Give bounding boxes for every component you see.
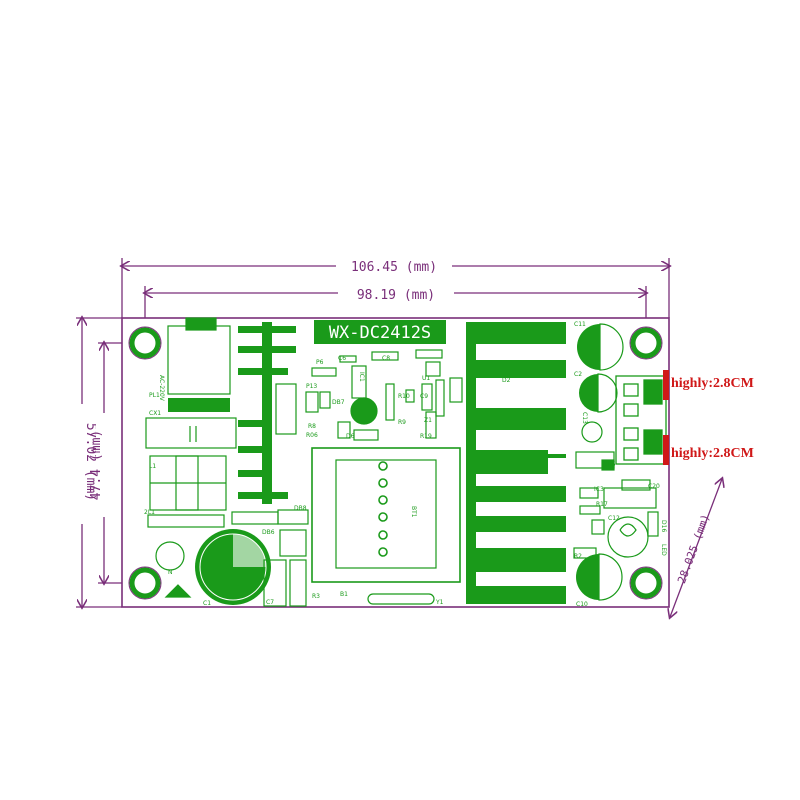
diagonal-label: 28.025 (mm)	[675, 512, 712, 585]
heatsink-left	[238, 322, 296, 504]
label-r19: R19	[420, 433, 432, 440]
ac-input-connector	[167, 317, 231, 395]
label-cx1: CX1	[149, 410, 161, 417]
label-c11: C11	[574, 321, 586, 328]
label-2l1: 2L1	[144, 509, 155, 516]
label-db8: DB8	[294, 505, 307, 512]
inner-height-label: 47.4 (mm)	[89, 430, 104, 500]
mounting-hole-top-right	[629, 326, 663, 360]
output-components	[573, 451, 659, 559]
label-ic3: IC3	[594, 486, 604, 493]
callout-marker-2	[663, 435, 669, 465]
mounting-hole-top-left	[128, 326, 162, 360]
label-d2: D2	[502, 377, 511, 384]
pl1-block	[145, 398, 237, 449]
callout-height-2: highly:2.8CM	[671, 446, 754, 461]
label-r3: R3	[312, 593, 320, 600]
mounting-hole-bottom-right	[629, 566, 663, 600]
label-r9: R9	[398, 419, 406, 426]
label-pl1: PL1	[149, 392, 160, 399]
label-b1: B1	[340, 591, 348, 598]
2l1-block	[147, 514, 225, 528]
label-c12: C12	[608, 515, 620, 522]
label-c1: C1	[203, 600, 211, 607]
label-led: LED	[660, 544, 667, 556]
capacitor-c2	[579, 373, 618, 413]
label-c10: C10	[576, 601, 588, 608]
inner-width-label: 98.19 (mm)	[357, 288, 435, 303]
label-r17: R17	[596, 501, 608, 508]
capacitor-c1	[195, 529, 271, 605]
callout-marker-1	[663, 370, 669, 400]
diagonal-line	[670, 479, 722, 617]
label-db5: DB5	[603, 461, 616, 468]
board-title-box	[314, 320, 446, 344]
label-r8: R8	[308, 423, 316, 430]
label-c8: C8	[382, 355, 390, 362]
control-components	[275, 349, 463, 441]
label-p13: P13	[306, 383, 317, 390]
label-c6: C6	[338, 355, 346, 362]
label-c13: C13	[581, 412, 588, 424]
label-r10: R10	[398, 393, 410, 400]
output-terminal	[615, 375, 667, 465]
label-z1: Z1	[424, 417, 432, 424]
label-c9: C9	[420, 393, 428, 400]
crystal-y1	[367, 593, 435, 605]
label-u1: U1	[422, 375, 430, 382]
label-c7: C7	[266, 599, 274, 606]
transformer-bt1	[311, 447, 461, 583]
label-n: N	[168, 569, 173, 576]
label-bt1: BT1	[410, 506, 417, 518]
label-c20: C20	[648, 483, 660, 490]
choke-l1	[149, 455, 227, 511]
label-r06: R06	[306, 432, 318, 439]
capacitor-c10	[576, 553, 623, 601]
callout-height-1: highly:2.8CM	[671, 376, 754, 391]
label-d16: D16	[660, 520, 667, 532]
board-title: WX-DC2412S	[329, 323, 431, 343]
label-db6: DB6	[262, 529, 275, 536]
label-c2: C2	[574, 371, 582, 378]
outer-width-label: 106.45 (mm)	[351, 260, 437, 275]
pcb-board: AC-220V WX-DC2412S	[121, 317, 670, 608]
coil-c13	[581, 421, 649, 558]
capacitor-c11	[577, 323, 624, 371]
label-db7: DB7	[332, 399, 345, 406]
height-callouts: highly:2.8CM highly:2.8CM	[663, 370, 754, 465]
label-l1: L1	[149, 463, 156, 470]
label-y1: Y1	[435, 599, 444, 606]
ac-input-label: AC-220V	[158, 375, 165, 402]
silkscreen-labels: PL1 CX1 L1 2L1 N C1 C7 DB6 DB8 R3 P6 C6 …	[144, 321, 667, 608]
small-components-left	[231, 509, 309, 607]
label-ic1: IC1	[358, 372, 365, 382]
label-d6: D6	[346, 433, 355, 440]
bridge-n	[155, 541, 192, 598]
outer-height-label: 57.02 (mm)	[83, 423, 98, 501]
label-r2: R2	[574, 553, 582, 560]
heatsink-d2	[466, 322, 566, 604]
mounting-hole-bottom-left	[128, 566, 162, 600]
label-p6: P6	[316, 359, 324, 366]
